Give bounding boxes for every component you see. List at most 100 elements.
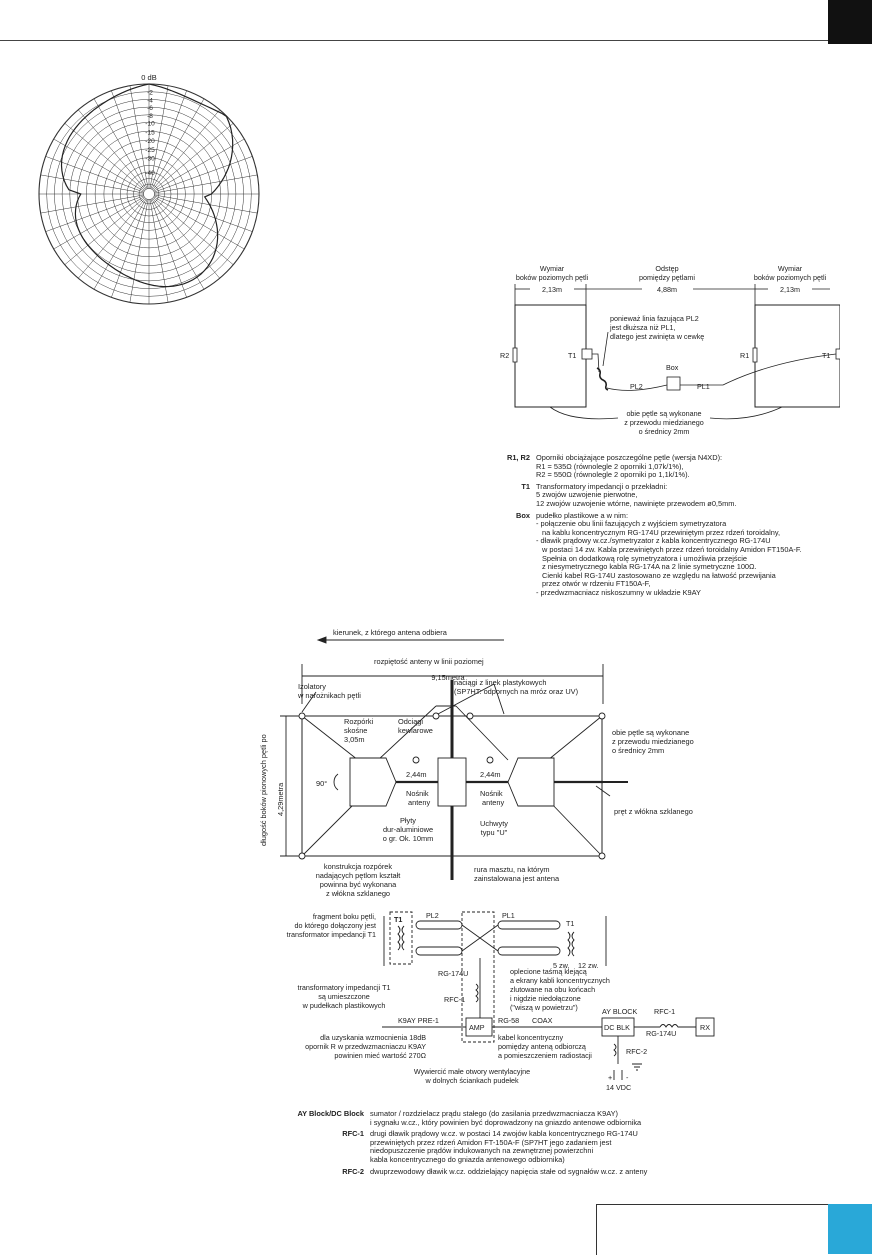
- footer-page-box: [596, 1204, 829, 1255]
- insulator: [298, 852, 306, 860]
- polar-spoke: [64, 197, 145, 265]
- polar-ring: [143, 188, 155, 200]
- legend-line: Transformatory impedancji o przekładni:: [536, 481, 668, 491]
- pl2-lower: [415, 946, 463, 956]
- t1-box-note: są umieszczone: [318, 992, 370, 1001]
- pl2-label: PL2: [426, 911, 439, 920]
- dc-blk-label: DC BLK: [604, 1023, 630, 1032]
- legend-term: RFC-2: [342, 1166, 364, 1176]
- pl2-upper: [415, 920, 463, 930]
- polar-spoke: [151, 98, 205, 190]
- t1-left-enclosure: [389, 911, 413, 965]
- angle-label: 90°: [316, 779, 327, 788]
- t1-left-label: T1: [568, 351, 576, 360]
- kevlar-note: kewlarowe: [398, 726, 433, 735]
- legend-line: przez otwór w rdzeniu FT150A-F,: [542, 579, 651, 589]
- fragment-note: transformator impedancji T1: [287, 930, 376, 939]
- t1-box-note: transformatory impedancji T1: [298, 983, 391, 992]
- polar-spoke: [64, 123, 145, 191]
- guys-note: naciągi z linek plastykowych: [454, 678, 546, 687]
- spreader-material-note: nadających pętlom kształt: [316, 871, 401, 880]
- legend-line: drugi dławik prądowy w.cz. w postaci 14 …: [370, 1129, 638, 1139]
- height-label: długość boków pionowych pętli po: [259, 734, 268, 846]
- wire-note: z przewodu miedzianego: [624, 418, 704, 427]
- block-legend: AY Block/DC Block sumator / rozdzielacz …: [282, 1109, 682, 1179]
- t1-right-coil: [567, 931, 575, 957]
- wire-note: o średnicy 2mm: [639, 427, 690, 436]
- k9ay-label: K9AY PRE-1: [398, 1016, 439, 1025]
- polar-ring-label: -20: [145, 138, 155, 145]
- radiation-pattern-curve: [60, 83, 234, 288]
- carrier-left: anteny: [408, 798, 430, 807]
- polar-spoke: [150, 199, 187, 298]
- spreader-note: skośne: [344, 726, 367, 735]
- box: [666, 376, 681, 391]
- polar-spoke: [153, 138, 245, 192]
- t1-right-label: T1: [566, 919, 574, 928]
- legend-line: i sygnału w.cz., który powinien być dopr…: [370, 1117, 642, 1127]
- turns-12: 12 zw.: [578, 961, 598, 970]
- cross-link: [461, 924, 499, 952]
- header-rule: [0, 40, 828, 41]
- center-plate: [437, 757, 467, 807]
- polar-spoke: [78, 198, 146, 279]
- polar-spoke: [151, 198, 205, 290]
- coax-label: COAX: [532, 1016, 553, 1025]
- guys-leader: [437, 683, 505, 715]
- rfc1-right-label: RFC-1: [654, 1007, 675, 1016]
- legend-row-ayblock: AY Block/DC Block sumator / rozdzielacz …: [282, 1109, 682, 1127]
- coax-note: kabel koncentryczny: [498, 1033, 564, 1042]
- rx-box: [695, 1017, 715, 1037]
- legend-term: RFC-1: [342, 1129, 364, 1139]
- pl2-coil: [596, 367, 609, 391]
- legend-line: dwuprzewodowy dławik w.cz. oddzielający …: [370, 1166, 648, 1176]
- polar-spoke: [154, 156, 253, 193]
- rod-label: pręt z włókna szklanego: [614, 807, 693, 816]
- polar-spoke: [111, 90, 148, 189]
- polar-spoke: [53, 196, 145, 250]
- t1-right-box: [835, 348, 840, 360]
- legend-line: pudełko plastikowe a w nim:: [536, 510, 629, 520]
- ubolts-note: Uchwyty: [480, 819, 508, 828]
- t1-left-coil: [397, 925, 405, 951]
- polar-spoke: [149, 85, 169, 189]
- tape-note: a ekrany kabli koncentrycznych: [510, 976, 610, 985]
- legend-term: T1: [521, 481, 530, 491]
- direction-label: kierunek, z którego antena odbiera: [333, 628, 448, 637]
- polar-spoke: [153, 197, 234, 265]
- legend-term: R1, R2: [506, 453, 530, 462]
- rfc1-coil: [475, 983, 479, 1003]
- boom-right-length: 2,44m: [480, 770, 501, 779]
- boom-left-length: 2,44m: [406, 770, 427, 779]
- legend-line: R2 = 550Ω (równolegle 2 oporniki po 1,1k…: [536, 470, 690, 480]
- r1-label: R1: [740, 351, 749, 360]
- turns-5: 5 zw.: [553, 961, 569, 970]
- rod-leader: [595, 785, 611, 797]
- minus-sign: -: [626, 1073, 629, 1082]
- legend-line: 12 zwojów uzwojenie wtórne, nawinięte pr…: [536, 498, 737, 508]
- plates-note: dur-aluminiowe: [383, 825, 433, 834]
- height-value: 4,29metra: [276, 782, 285, 816]
- insulator: [486, 756, 494, 764]
- tape-note: oplecione taśmą klejącą: [510, 967, 587, 976]
- dim-left-value: 2,13m: [542, 285, 562, 294]
- fragment-note: fragment boku pętli,: [313, 912, 376, 921]
- two-loop-layout-diagram: Wymiar boków poziomych pętli Odstęp pomi…: [500, 264, 840, 436]
- angle-mark: [333, 773, 339, 791]
- t1-left-label: T1: [394, 915, 402, 924]
- kevlar-note: Odciągi: [398, 717, 423, 726]
- insulator: [412, 756, 420, 764]
- legend-line: Spełnia on dodatkową rolę symetryzatora …: [542, 553, 747, 563]
- polar-ring-label: -25: [145, 147, 155, 154]
- polar-grid: [38, 83, 260, 305]
- spreader-left-bottom: [301, 799, 359, 857]
- mast-note: rura masztu, na którym: [474, 865, 550, 874]
- legend-line: w postaci 14 zw. Kabla przewiniętych prz…: [542, 544, 802, 554]
- insulator: [598, 712, 606, 720]
- r2-resistor: [512, 347, 518, 363]
- insulator-note: w narożnikach pętli: [297, 691, 361, 700]
- pl2-line: [592, 353, 668, 391]
- rfc2-label: RFC-2: [626, 1047, 647, 1056]
- dim-left-label: boków poziomych pętli: [516, 273, 589, 282]
- wire-note: o średnicy 2mm: [612, 746, 664, 755]
